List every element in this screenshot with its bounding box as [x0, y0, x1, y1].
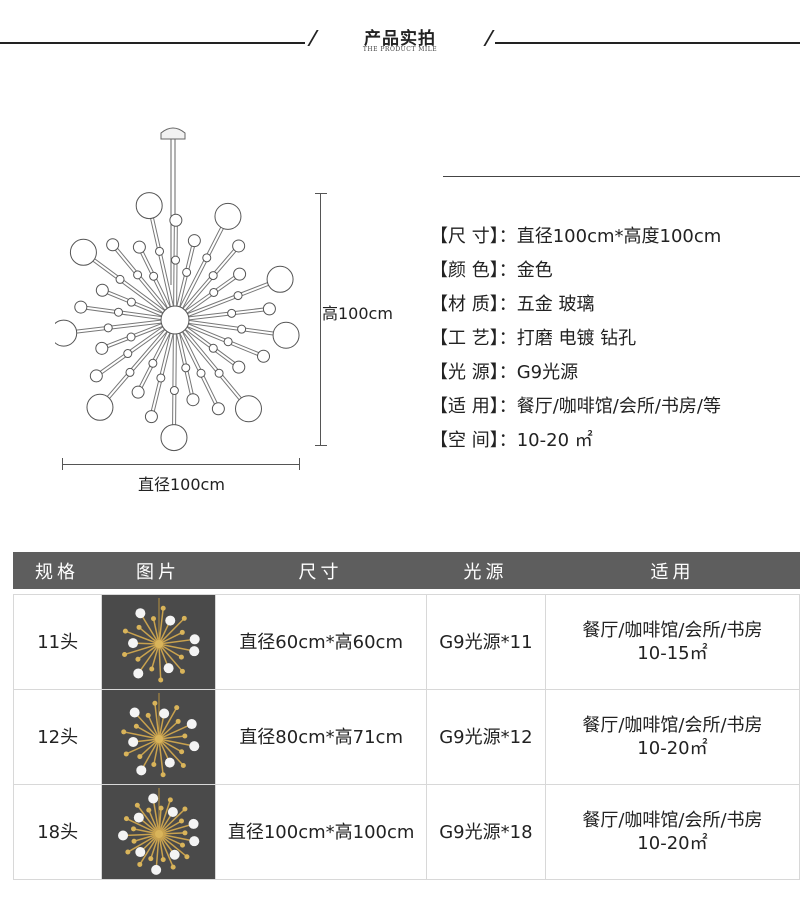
chandelier-illustration	[55, 127, 300, 452]
cell-light: G9光源*12	[427, 690, 546, 784]
spec-item-craft: 【工 艺】：打磨 电镀 钻孔	[430, 328, 637, 349]
cell-spec: 11头	[14, 595, 103, 689]
header-slash-right	[483, 30, 495, 46]
spec-item-light-source: 【光 源】：G9光源	[430, 362, 579, 383]
spec-table: 规格 图片 尺寸 光源 适用 11头 直径60cm*高60cm G9光源*11 …	[13, 552, 800, 880]
spec-item-space: 【空 间】：10-20 ㎡	[430, 430, 593, 451]
cell-light: G9光源*11	[427, 595, 546, 689]
product-thumbnail	[102, 690, 217, 784]
spec-list: 【尺 寸】：直径100cm*高度100cm 【颜 色】：金色 【材 质】：五金 …	[430, 224, 800, 462]
section-title: 产品实拍	[364, 29, 436, 49]
col-header-spec: 规格	[35, 561, 79, 583]
usage-area: 10-15㎡	[637, 643, 708, 664]
header-slash-left	[307, 30, 319, 46]
height-label: 高100cm	[322, 304, 393, 323]
col-header-usage: 适用	[650, 561, 695, 583]
usage-places: 餐厅/咖啡馆/会所/书房	[582, 810, 763, 831]
diameter-dimension-line	[62, 458, 300, 470]
diameter-label: 直径100cm	[138, 475, 225, 494]
cell-spec: 18头	[14, 785, 103, 879]
header-rule-right	[495, 42, 800, 44]
product-thumbnail	[102, 785, 217, 879]
col-header-size: 尺寸	[298, 561, 343, 583]
cell-size: 直径60cm*高60cm	[216, 595, 427, 689]
usage-area: 10-20㎡	[637, 738, 708, 759]
cell-size: 直径100cm*高100cm	[216, 785, 427, 879]
usage-area: 10-20㎡	[637, 833, 708, 854]
cell-size: 直径80cm*高71cm	[216, 690, 427, 784]
product-thumbnail	[102, 595, 217, 689]
cell-light: G9光源*18	[427, 785, 546, 879]
usage-places: 餐厅/咖啡馆/会所/书房	[582, 620, 763, 641]
spec-item-usage: 【适 用】：餐厅/咖啡馆/会所/书房/等	[430, 396, 721, 417]
height-dimension-line	[315, 193, 327, 446]
col-header-image: 图片	[136, 561, 180, 583]
spec-divider	[443, 176, 800, 177]
table-header: 规格 图片 尺寸 光源 适用	[13, 552, 800, 589]
usage-places: 餐厅/咖啡馆/会所/书房	[582, 715, 763, 736]
cell-spec: 12头	[14, 690, 103, 784]
section-subtitle: THE PRODUCT MILE	[362, 46, 438, 53]
spec-item-size: 【尺 寸】：直径100cm*高度100cm	[430, 226, 722, 247]
spec-item-color: 【颜 色】：金色	[430, 260, 553, 281]
spec-item-material: 【材 质】：五金 玻璃	[430, 294, 595, 315]
header-rule-left	[0, 42, 305, 44]
col-header-light: 光源	[463, 561, 508, 583]
